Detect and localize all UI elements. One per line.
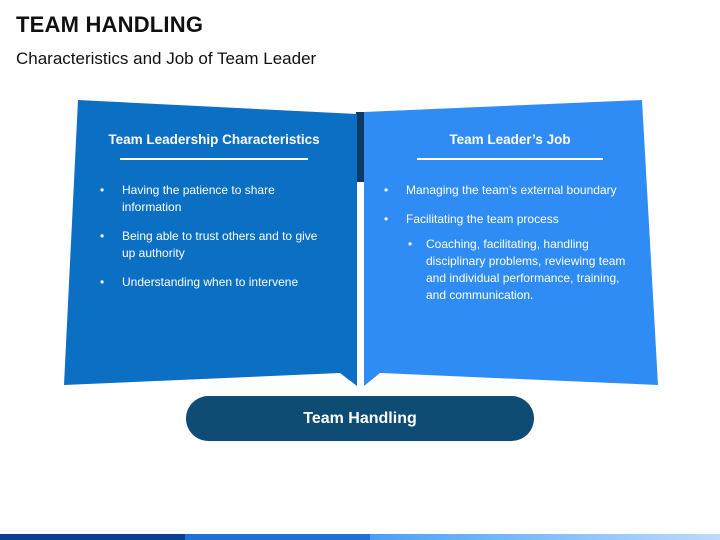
right-heading-rule	[417, 158, 603, 160]
list-item: •Understanding when to intervene	[100, 275, 299, 289]
list-item: •Being able to trust others and to give …	[100, 229, 318, 260]
bullet-icon: •	[384, 212, 389, 226]
left-bullet-list: •Having the patience to share informatio…	[98, 182, 330, 291]
list-item: •Coaching, facilitating, handling discip…	[408, 237, 626, 302]
accent-segment	[185, 534, 370, 540]
accent-segment	[0, 534, 185, 540]
accent-segment	[370, 534, 720, 540]
slide-title: TEAM HANDLING	[16, 12, 204, 37]
team-handling-pill: Team Handling	[186, 396, 534, 441]
bullet-icon: •	[100, 275, 105, 289]
right-bullet-list: •Managing the team’s external boundary •…	[382, 182, 638, 304]
bottom-accent-bar	[0, 534, 720, 540]
bullet-icon: •	[408, 237, 413, 251]
right-panel-shape	[364, 100, 658, 386]
bullet-icon: •	[100, 183, 105, 197]
slide-subtitle: Characteristics and Job of Team Leader	[16, 49, 317, 68]
left-panel-heading: Team Leadership Characteristics	[108, 132, 320, 147]
left-heading-rule	[120, 158, 308, 160]
list-item: •Having the patience to share informatio…	[100, 183, 275, 214]
panel-spine	[356, 112, 364, 182]
right-panel-heading: Team Leader’s Job	[449, 132, 571, 147]
list-item: •Facilitating the team process •Coaching…	[382, 211, 638, 304]
bullet-icon: •	[100, 229, 105, 243]
left-panel-shape	[64, 100, 357, 386]
left-panel: Team Leadership Characteristics •Having …	[98, 132, 330, 303]
right-panel: Team Leader’s Job •Managing the team’s e…	[382, 132, 638, 316]
list-item: •Managing the team’s external boundary	[384, 183, 617, 197]
bullet-icon: •	[384, 183, 389, 197]
sub-bullet-list: •Coaching, facilitating, handling discip…	[406, 236, 638, 304]
